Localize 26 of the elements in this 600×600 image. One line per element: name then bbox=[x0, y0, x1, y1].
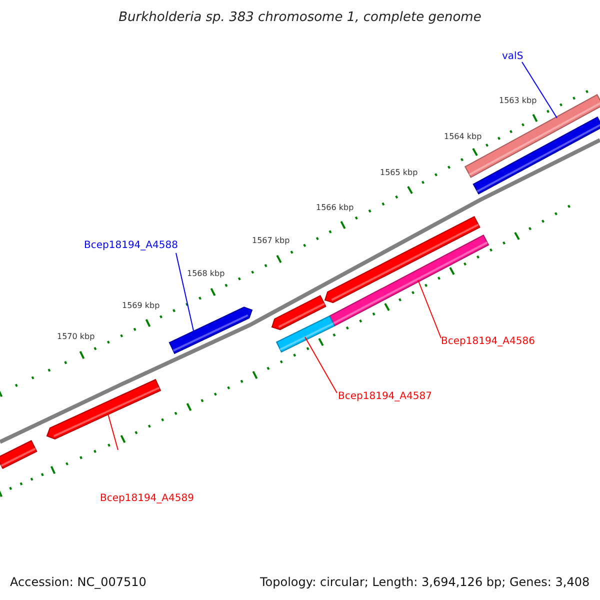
scale-label: 1568 kbp bbox=[187, 269, 225, 279]
gene-label: Bcep18194_A4589 bbox=[100, 493, 194, 505]
leader-line bbox=[108, 414, 118, 450]
leader-line bbox=[304, 336, 338, 394]
scale-label: 1570 kbp bbox=[57, 332, 95, 342]
leader-line bbox=[522, 62, 558, 118]
footer-text: Topology: circular; Length: 3,694,126 bp; Genes: 3,408 bbox=[260, 575, 590, 590]
scale-label: 1569 kbp bbox=[122, 301, 160, 311]
scale-label: 1567 kbp bbox=[252, 236, 290, 246]
gene-label: Bcep18194_A4587 bbox=[338, 391, 432, 403]
gene-bar bbox=[328, 234, 490, 327]
gene-label: Bcep18194_A4588 bbox=[84, 240, 178, 252]
map-title: Burkholderia sp. 383 chromosome 1, complete genome bbox=[118, 10, 482, 26]
gene-bar bbox=[276, 315, 336, 353]
scale-label: 1566 kbp bbox=[316, 203, 354, 213]
leader-line bbox=[418, 280, 442, 338]
leader-line bbox=[176, 252, 194, 334]
scale-label: 1563 kbp bbox=[499, 96, 537, 106]
gene-bar bbox=[0, 440, 38, 470]
scale-label: 1565 kbp bbox=[380, 168, 418, 178]
gene-label: Bcep18194_A4586 bbox=[441, 336, 535, 348]
gene-bar bbox=[46, 378, 162, 440]
footer-text: Accession: NC_007510 bbox=[10, 575, 146, 590]
gene-bar bbox=[168, 306, 253, 354]
scale-label: 1564 kbp bbox=[444, 132, 482, 142]
gene-label: valS bbox=[502, 51, 524, 63]
